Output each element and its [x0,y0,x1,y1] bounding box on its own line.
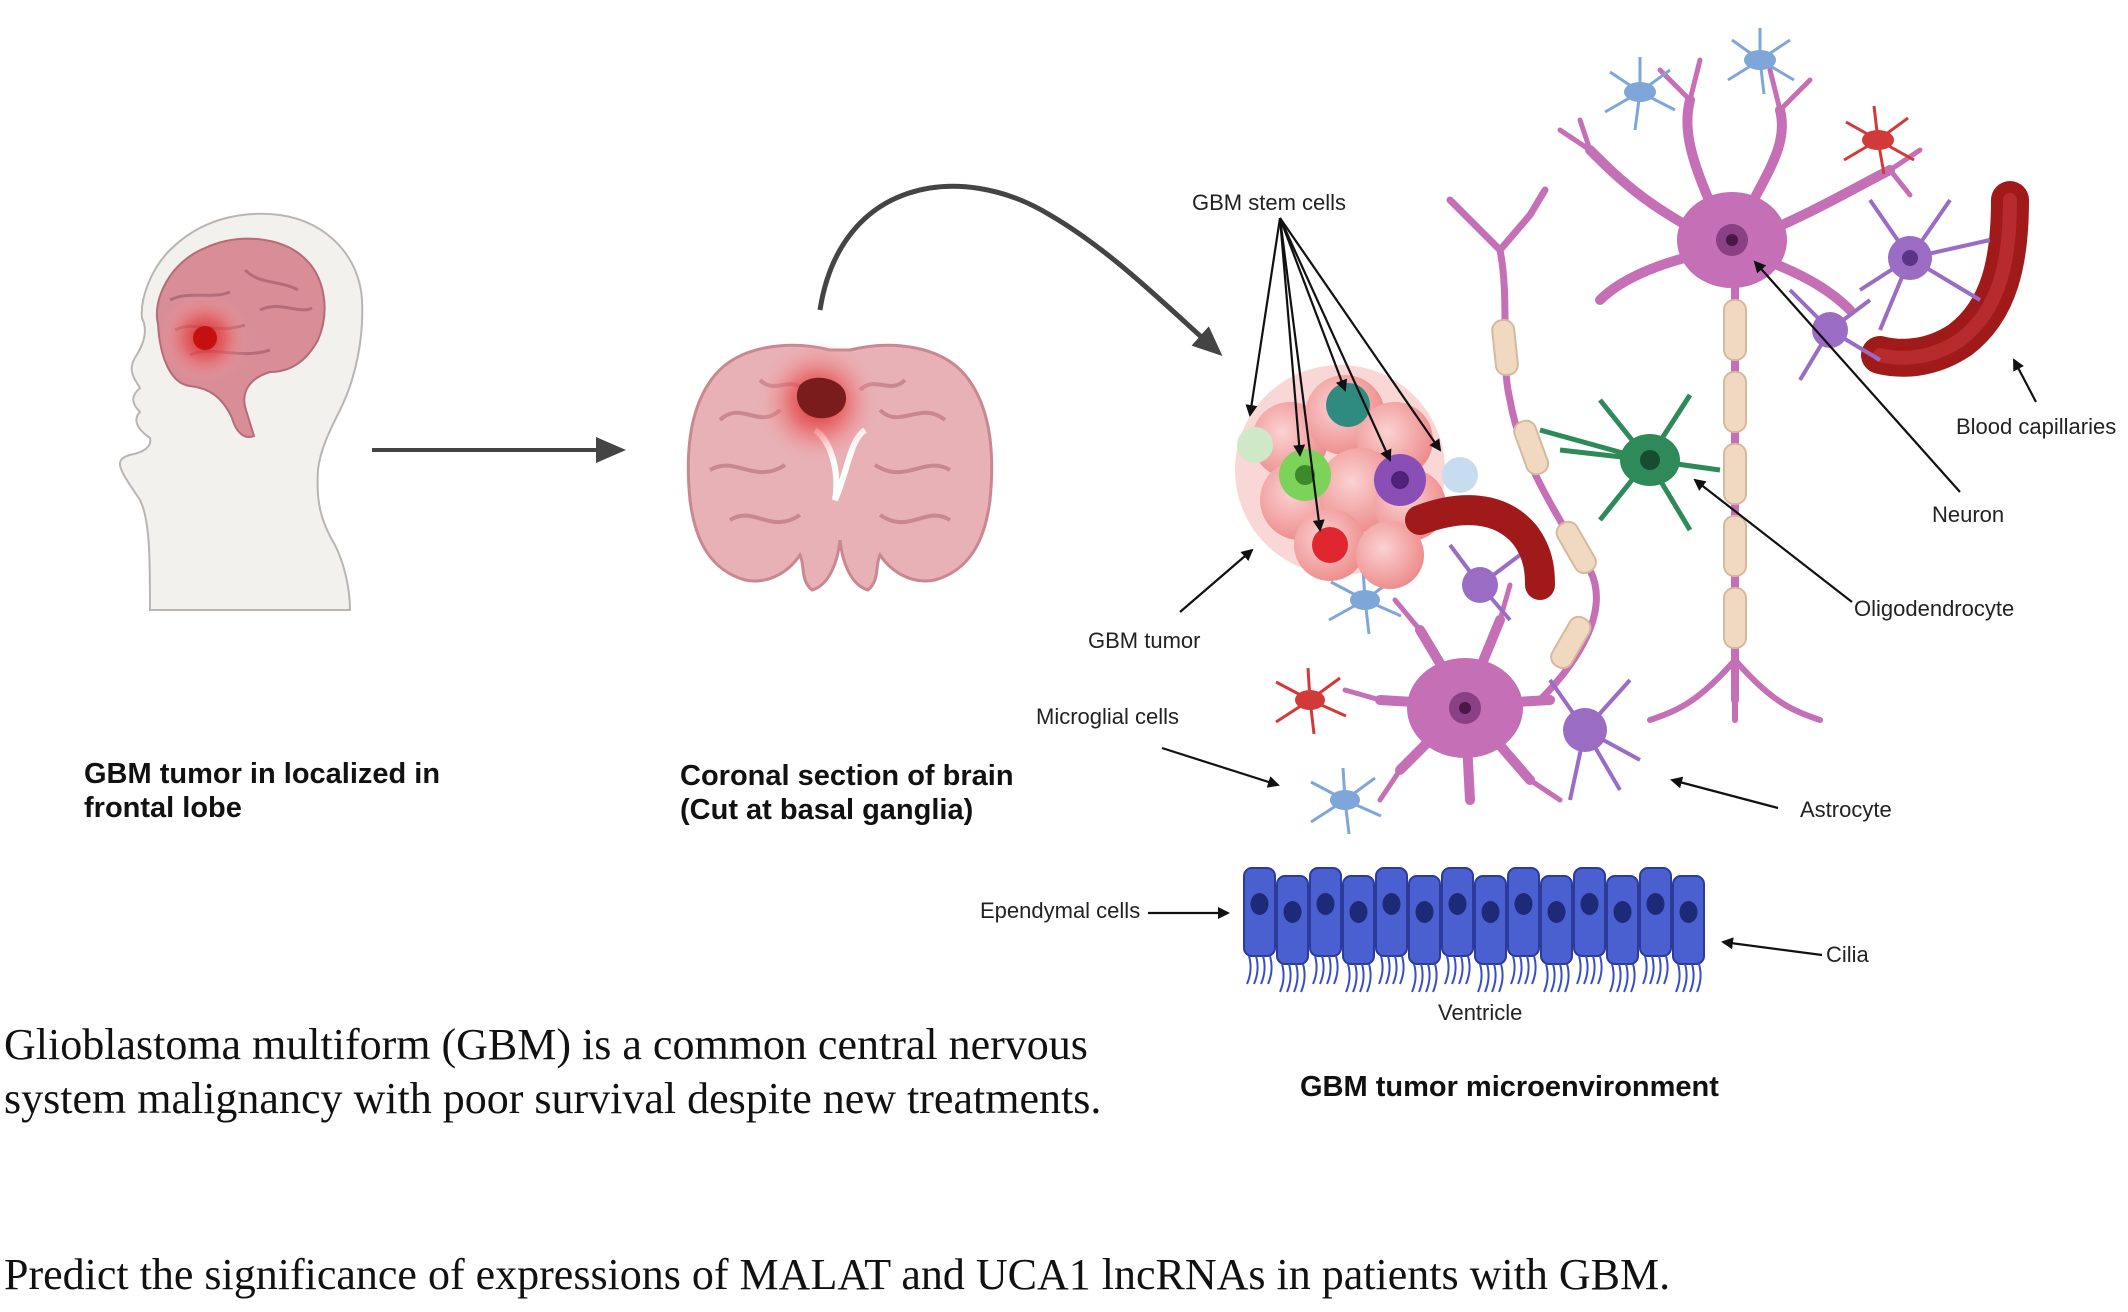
microglia-top-blue [1604,28,1795,131]
ependymal-cell [1474,875,1507,993]
label-cilia: Cilia [1826,942,1869,967]
label-oligodendrocyte: Oligodendrocyte [1854,596,2015,621]
label-gbm-stem-cells: GBM stem cells [1192,190,1347,215]
label-gbm-tumor: GBM tumor [1088,628,1201,653]
label-ventricle: Ventricle [1438,1000,1523,1025]
caption-coronal-line1: Coronal section of brain [680,760,1014,792]
ependymal-cell [1243,867,1276,985]
ependymal-cell [1540,875,1573,993]
label-arrows [1148,217,2037,957]
ependymal-cell [1276,875,1309,993]
ependymal-cell [1573,867,1606,985]
ependymal-cell [1672,875,1705,993]
myelin-sheath-top [1723,299,1747,649]
caption-head-line2: frontal lobe [84,792,242,824]
coronal-section-illustration [686,340,994,592]
microenvironment-illustration [1235,28,2029,993]
oligodendrocyte [1539,393,1721,532]
label-blood-capillaries: Blood capillaries [1956,414,2117,439]
ependymal-cell [1375,867,1408,985]
label-astrocyte: Astrocyte [1800,797,1892,822]
astrocyte-top [1858,198,1991,331]
caption-microenvironment: GBM tumor microenvironment [1300,1071,1719,1103]
ependymal-cell [1606,875,1639,993]
arrow-section-to-microenvironment [817,183,1223,357]
gbm-tumor-cluster [1235,365,1478,589]
ependymal-cell [1441,867,1474,985]
ependymal-cell [1507,867,1540,985]
text-line2: system malignancy with poor survival des… [4,1074,1102,1123]
microglia-bottom [1275,567,1402,835]
ependymal-cell-row [1243,867,1705,993]
caption-head: GBM tumor in localized in frontal lobe [84,757,440,825]
label-ependymal-cells: Ependymal cells [980,898,1141,923]
ependymal-cell [1342,875,1375,993]
caption-coronal: Coronal section of brain (Cut at basal g… [680,759,1014,827]
ependymal-cell [1309,867,1342,985]
ependymal-cell [1408,875,1441,993]
caption-coronal-line2: (Cut at basal ganglia) [680,794,974,826]
blood-capillary-tumor [1405,495,1555,600]
label-neuron: Neuron [1932,502,2005,527]
text-line1: Glioblastoma multiform (GBM) is a common… [4,1020,1088,1069]
text-question: Predict the significance of expressions … [4,1250,1671,1299]
head-illustration [119,212,364,611]
microglia-top-red [1843,105,1915,175]
myelin-sheath-left [1491,318,1597,670]
caption-head-line1: GBM tumor in localized in [84,758,441,790]
ependymal-cell [1639,867,1672,985]
label-microglial-cells: Microglial cells [1036,704,1180,729]
